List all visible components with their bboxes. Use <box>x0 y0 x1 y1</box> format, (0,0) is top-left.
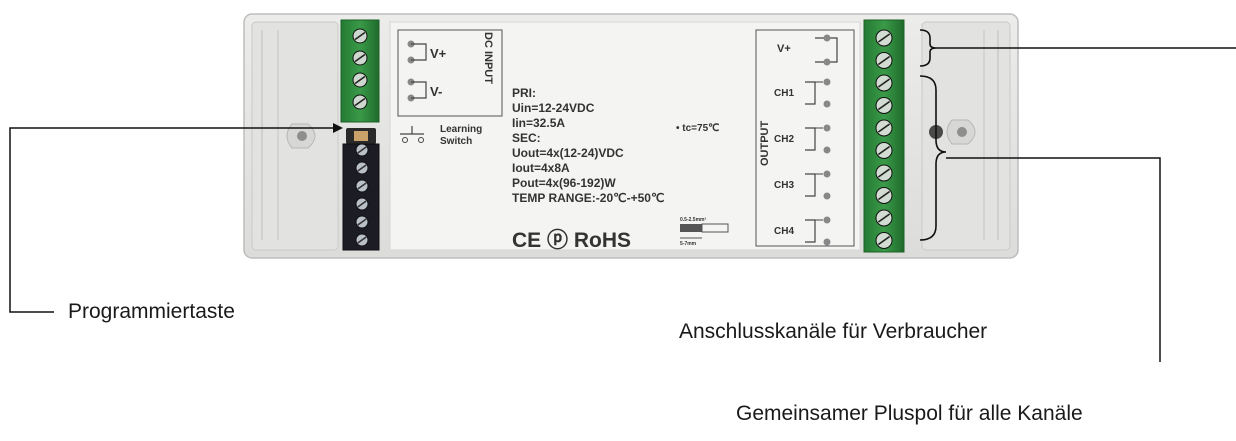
learning-label: Learning <box>440 124 482 135</box>
wire-gauge-text: 0.5-2.5mm² <box>680 217 706 223</box>
channel-label: CH1 <box>774 88 794 99</box>
output-screw-2 <box>875 52 893 69</box>
dark-screw-4 <box>355 197 369 211</box>
output-channel-2: CH2 <box>774 124 831 154</box>
output-screw-9 <box>875 209 893 227</box>
output-screw-3 <box>875 74 893 92</box>
output-screw-7 <box>875 164 893 182</box>
certification-marks: CE ⓟ RoHS <box>512 228 631 252</box>
input-screw-3 <box>352 72 368 88</box>
strip-length-text: 5-7mm <box>680 241 697 247</box>
input-screw-4 <box>352 94 368 110</box>
spec-line: Uout=4x(12-24)VDC <box>512 146 624 160</box>
output-vplus-label: V+ <box>777 43 791 55</box>
arrowhead-programming-button <box>333 123 343 133</box>
label-panel <box>389 21 861 251</box>
output-screw-6 <box>875 142 893 159</box>
spec-line: PRI: <box>512 86 536 100</box>
output-screw-4 <box>875 97 893 114</box>
output-terminal-block <box>863 19 905 253</box>
spec-line: TEMP RANGE:-20℃-+50℃ <box>512 191 664 205</box>
dark-screw-3 <box>355 179 369 193</box>
output-screw-8 <box>875 187 893 204</box>
spec-text: PRI:Uin=12-24VDCIin=32.5ASEC:Uout=4x(12-… <box>512 86 664 205</box>
channel-label: CH3 <box>774 180 794 191</box>
spec-line: Iout=4x8A <box>512 161 570 175</box>
output-screw-5 <box>875 119 893 137</box>
input-terminal-block <box>340 19 380 123</box>
channel-label: CH2 <box>774 134 794 145</box>
spec-line: Iin=32.5A <box>512 116 565 130</box>
callout-consumer-channels: Anschlusskanäle für Verbraucher <box>679 320 988 343</box>
learning-switch-symbol: Learning Switch <box>400 124 482 147</box>
callout-common-positive: Gemeinsamer Pluspol für alle Kanäle <box>736 402 1083 425</box>
output-screw-1 <box>875 29 893 47</box>
dc-vminus-label: V- <box>430 84 442 99</box>
input-screw-1 <box>352 28 368 44</box>
leader-consumer-channels <box>946 157 1161 362</box>
dark-screw-2 <box>355 161 369 175</box>
switch-label: Switch <box>440 136 472 147</box>
dark-screw-1 <box>355 143 369 157</box>
output-screw-10 <box>875 232 893 249</box>
output-channel-3: CH3 <box>774 170 831 200</box>
output-title: OUTPUT <box>759 121 771 167</box>
channel-label: CH4 <box>774 226 794 237</box>
output-channel-1: CH1 <box>774 78 831 108</box>
dark-screw-6 <box>355 233 369 247</box>
dc-input-schematic: V+ V- DC INPUT <box>397 29 503 117</box>
wire-strip-icon: 0.5-2.5mm² 5-7mm <box>680 217 729 247</box>
leader-programming-button <box>9 127 335 313</box>
input-screw-2 <box>352 50 368 66</box>
dc-vplus-label: V+ <box>430 46 447 61</box>
spec-line: Uin=12-24VDC <box>512 101 595 115</box>
mounting-hole-left <box>286 123 316 149</box>
learning-switch[interactable] <box>346 128 376 144</box>
dark-terminal-block <box>342 143 380 251</box>
spec-line: Pout=4x(96-192)W <box>512 176 616 190</box>
output-channel-4: CH4 <box>774 216 831 246</box>
spec-line: SEC: <box>512 131 541 145</box>
callout-programming-button: Programmiertaste <box>68 300 235 323</box>
dc-input-title: DC INPUT <box>482 32 494 84</box>
brace-channels <box>919 75 947 241</box>
tc-rating: • tc=75℃ <box>676 123 719 134</box>
dark-screw-5 <box>355 215 369 229</box>
